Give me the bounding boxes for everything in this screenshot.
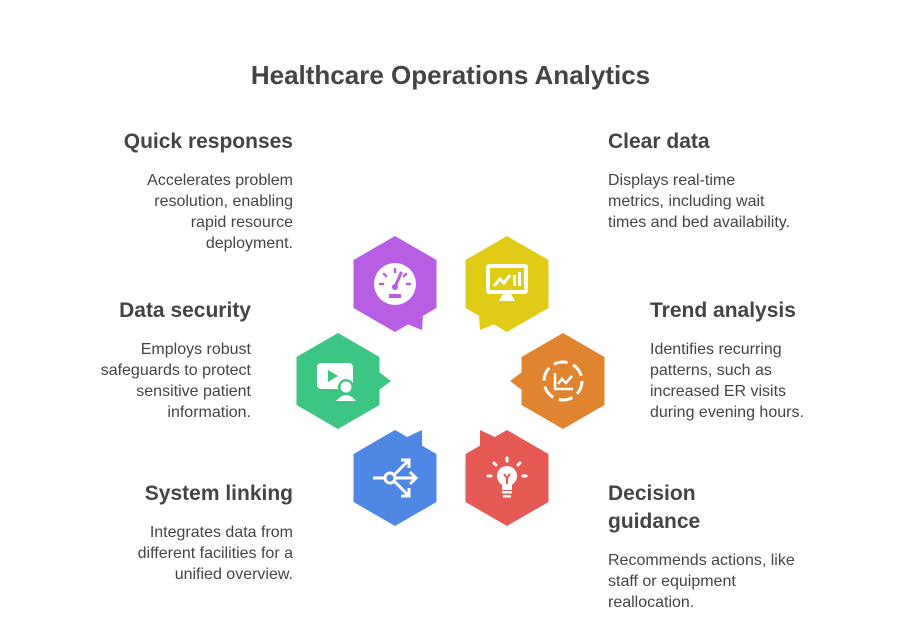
- item-text: Integrates data from different facilitie…: [137, 524, 293, 583]
- item-decision-guidance: Decision guidance Recommends actions, li…: [608, 480, 795, 613]
- item-text: Identifies recurring patterns, such as i…: [650, 341, 804, 421]
- item-clear-data: Clear data Displays real-time metrics, i…: [608, 128, 808, 233]
- item-heading: Trend analysis: [650, 299, 796, 322]
- lightbulb-icon: [486, 456, 528, 498]
- item-text: Recommends actions, like staff or equipm…: [608, 552, 795, 611]
- item-heading: System linking: [144, 482, 293, 505]
- item-text: Employs robust safeguards to protect sen…: [100, 341, 251, 421]
- item-system-linking: System linking Integrates data from diff…: [93, 480, 293, 585]
- hexagon-clear-data: [465, 236, 549, 332]
- monitor-chart-icon: [486, 264, 528, 301]
- item-text: Displays real-time metrics, including wa…: [608, 172, 791, 231]
- item-heading: Data security: [119, 299, 251, 322]
- item-heading: Clear data: [608, 130, 710, 153]
- item-data-security: Data security Employs robust safeguards …: [51, 297, 251, 423]
- item-heading: Decision guidance: [608, 482, 701, 533]
- speedometer-icon: [374, 263, 416, 305]
- trend-chart-icon: [542, 360, 584, 402]
- item-text: Accelerates problem resolution, enabling…: [147, 172, 293, 252]
- diagram-title: Healthcare Operations Analytics: [250, 60, 651, 90]
- hexagon-data-security: [296, 333, 391, 429]
- item-trend-analysis: Trend analysis Identifies recurring patt…: [650, 297, 850, 423]
- video-user-icon: [317, 363, 356, 401]
- item-quick-responses: Quick responses Accelerates problem reso…: [93, 128, 293, 254]
- hexagon-quick-responses: [353, 236, 437, 332]
- item-heading: Quick responses: [123, 130, 293, 153]
- hexagon-trend-analysis: [510, 333, 605, 429]
- share-arrows-icon: [373, 458, 419, 498]
- hexagon-system-linking: [353, 430, 437, 526]
- hexagon-decision-guidance: [465, 430, 549, 526]
